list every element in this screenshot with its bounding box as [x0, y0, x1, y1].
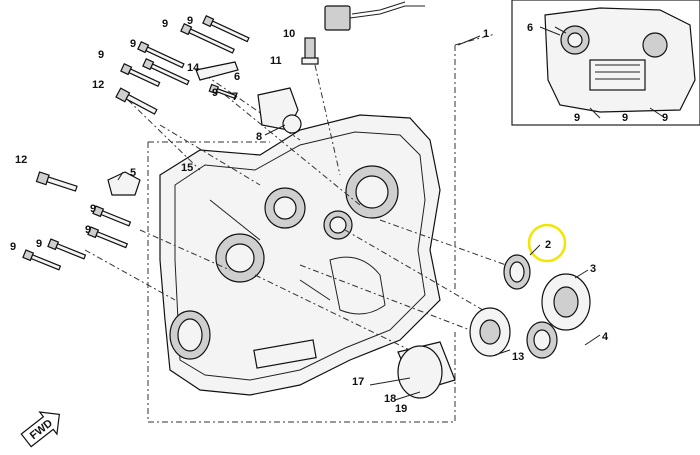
leader-lines: [84, 64, 521, 356]
callout-19: 19: [395, 403, 407, 415]
callout-9-g: 9: [85, 224, 91, 236]
callout-12-a: 12: [92, 79, 104, 91]
callout-17: 17: [352, 376, 364, 388]
callout-9-h: 9: [36, 238, 42, 250]
crankcase-half: [159, 114, 441, 396]
callout-9-f: 9: [90, 203, 96, 215]
callout-9-e: 9: [212, 87, 218, 99]
callout-6-main: 6: [234, 71, 240, 83]
bolts: [22, 15, 250, 271]
callout-12-b: 12: [15, 154, 27, 166]
bracket-and-housing: [107, 61, 302, 196]
callout-9-a: 9: [162, 18, 168, 30]
callout-10: 10: [283, 28, 295, 40]
callout-11: 11: [270, 55, 282, 67]
bearings: [397, 254, 591, 399]
fwd-arrow-icon: FWD: [20, 411, 61, 448]
callout-18: 18: [384, 393, 396, 405]
callout-3: 3: [590, 263, 596, 275]
sensor-cable: [324, 1, 425, 31]
callout-9-c: 9: [130, 38, 136, 50]
callout-9-i: 9: [10, 241, 16, 253]
highlight-ring: [527, 223, 567, 263]
sensor-10: [301, 37, 319, 65]
callout-9-d: 9: [98, 49, 104, 61]
callout-labels: 1 2 3 4 5 6 6 7 8 9 9 9 9 9 9 9 9 9 9 9 …: [10, 15, 668, 415]
callout-2: 2: [545, 239, 551, 251]
callout-14: 14: [187, 62, 200, 74]
callout-5: 5: [130, 167, 136, 179]
callout-4: 4: [602, 331, 609, 343]
callout-15: 15: [181, 162, 193, 174]
callout-6-inset: 6: [527, 22, 533, 34]
callout-9-l: 9: [662, 112, 668, 124]
inset-view: [511, 0, 700, 126]
callout-8: 8: [256, 131, 262, 143]
callout-9-b: 9: [187, 15, 193, 27]
main-frame: [147, 33, 496, 423]
callout-7: 7: [232, 91, 238, 103]
callout-1: 1: [483, 28, 489, 40]
callout-9-j: 9: [574, 112, 580, 124]
callout-leaders: [117, 26, 601, 401]
callout-9-k: 9: [622, 112, 628, 124]
callout-13: 13: [512, 351, 524, 363]
